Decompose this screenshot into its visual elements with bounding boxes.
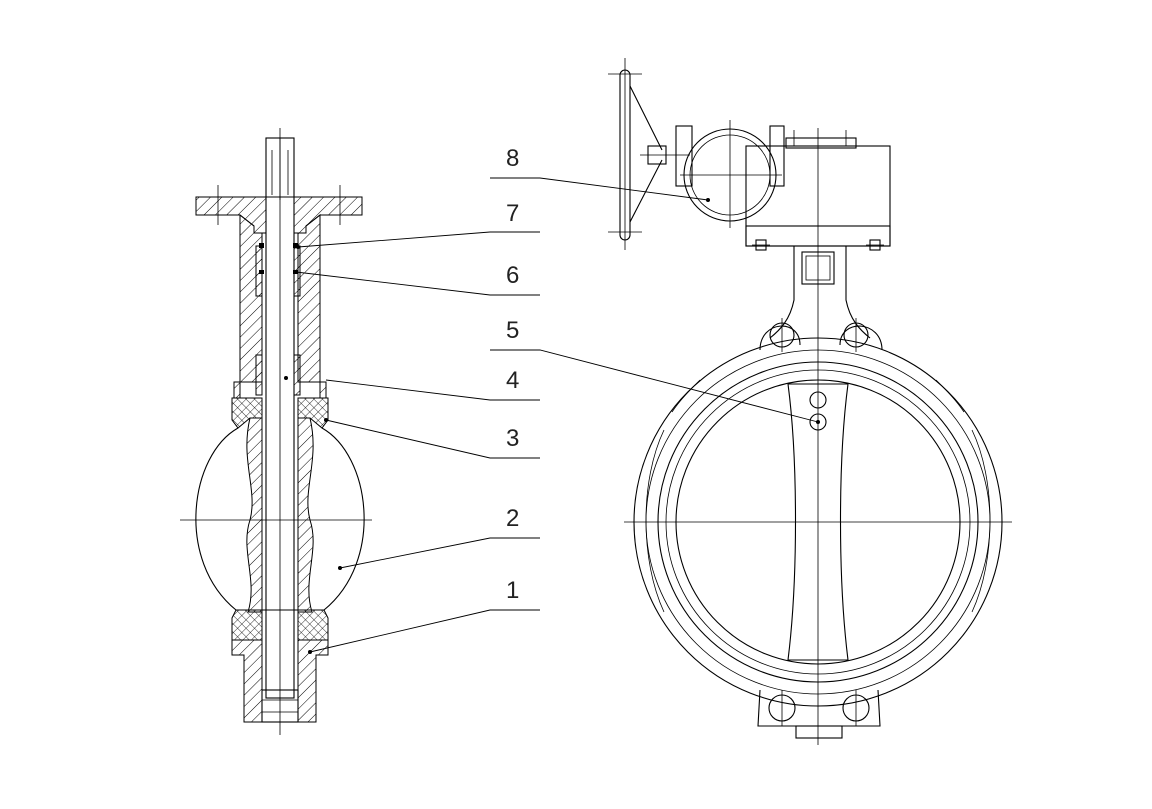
- callout-2: 2: [506, 505, 519, 532]
- leader-lines: [284, 177, 820, 654]
- valve-neck: [759, 246, 883, 352]
- front-view: [608, 58, 1012, 745]
- o-ring-left: [259, 243, 264, 248]
- disc-front: [787, 383, 849, 661]
- handwheel: [608, 58, 690, 250]
- section-view: [180, 128, 372, 735]
- disc-hub-right: [297, 417, 314, 613]
- seal-left: [259, 270, 264, 274]
- callout-1: 1: [506, 577, 519, 604]
- callout-7: 7: [506, 200, 519, 227]
- callout-3: 3: [506, 425, 519, 452]
- callout-5: 5: [506, 317, 519, 344]
- lower-seat-right: [297, 609, 329, 641]
- lower-body-right: [297, 639, 329, 723]
- gearbox: [675, 120, 891, 251]
- lower-bushing-right: [293, 354, 301, 396]
- callout-8: 8: [506, 145, 519, 172]
- disc-hub-left: [246, 417, 263, 613]
- top-flange: [195, 196, 363, 234]
- lower-seat: [231, 609, 263, 641]
- callout-labels: 8 7 6 5 4 3 2 1: [506, 145, 519, 604]
- neck-right-wall: [297, 213, 327, 399]
- callout-6: 6: [506, 262, 519, 289]
- lower-body-left: [231, 639, 263, 723]
- o-ring-right: [293, 243, 298, 248]
- callout-4: 4: [506, 367, 519, 394]
- lower-bushing-left: [255, 354, 263, 396]
